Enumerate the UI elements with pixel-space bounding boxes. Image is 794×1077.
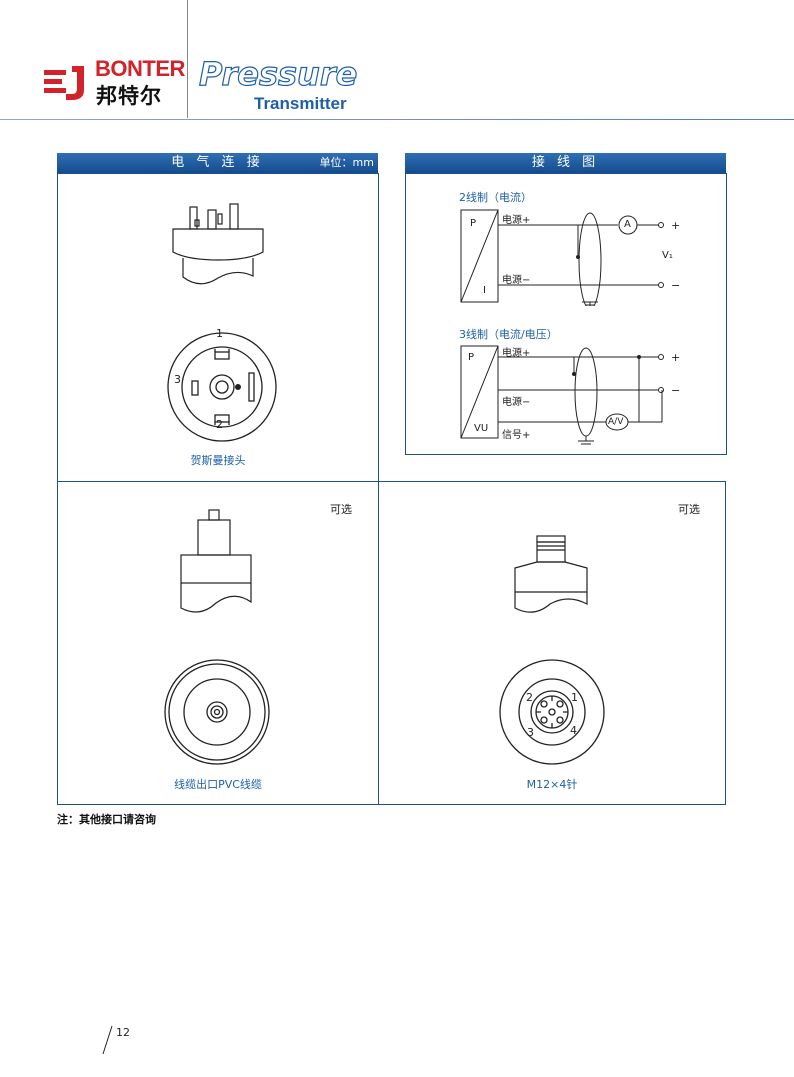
three-wire-power-plus: 电源+: [502, 348, 531, 359]
supply-voltage-label: V₁: [662, 250, 673, 261]
cable-outlet-side-icon: [180, 509, 252, 613]
cable-outlet-caption: 线缆出口PVC线缆: [174, 778, 262, 791]
wiring-panel: 2线制（电流） P I 电源+ 电源− A + − V₁ 3线制（电流/电压）: [405, 173, 727, 455]
header-rule: [0, 119, 794, 120]
two-wire-power-minus: 电源−: [502, 275, 531, 286]
three-wire-power-minus: 电源−: [502, 397, 531, 408]
m12-connector-caption: M12×4针: [526, 778, 578, 791]
three-wire-box-bottom: VU: [474, 423, 489, 434]
wiring-section-title: 接 线 图: [531, 155, 600, 170]
two-wire-box-bottom: I: [483, 285, 486, 296]
din-connector-panel: 1 2 3 贺斯曼接头: [57, 173, 379, 483]
electrical-section-title: 电 气 连 接: [171, 155, 264, 170]
three-wire-signal-plus: 信号+: [502, 430, 531, 441]
meter-label: A/V: [608, 417, 624, 427]
page-number-slash-icon: [102, 1025, 113, 1055]
two-wire-diagram: [460, 209, 664, 306]
page-title-pressure: Pressure: [198, 55, 358, 93]
din-connector-side-icon: [172, 203, 264, 285]
three-wire-minus-terminal: −: [671, 384, 681, 397]
panel-divider: [378, 482, 379, 804]
din-pin-3-label: 3: [174, 373, 181, 386]
din-connector-face-icon: [167, 332, 277, 442]
electrical-section-header: 电 气 连 接 单位：mm: [57, 153, 378, 175]
two-wire-power-plus: 电源+: [502, 215, 531, 226]
m12-connector-side-icon: [514, 535, 588, 613]
din-pin-1-label: 1: [216, 327, 223, 340]
two-wire-box-top: P: [470, 218, 477, 229]
m12-connector-face-icon: [499, 659, 605, 765]
three-wire-box-top: P: [468, 352, 475, 363]
ammeter-label: A: [624, 219, 631, 230]
page-title-transmitter: Transmitter: [254, 94, 347, 113]
three-wire-diagram: [460, 345, 664, 445]
wiring-section-header: 接 线 图: [405, 153, 726, 175]
page-number: 12: [116, 1026, 130, 1039]
two-wire-plus-terminal: +: [671, 219, 681, 232]
cable-optional-label: 可选: [330, 503, 352, 516]
m12-pin-2-label: 2: [526, 691, 533, 704]
m12-pin-1-label: 1: [571, 691, 578, 704]
brand-logo-icon: [44, 66, 84, 100]
header-divider: [187, 0, 188, 118]
cable-outlet-face-icon: [164, 659, 270, 765]
brand-name-cn: 邦特尔: [96, 84, 162, 108]
m12-pin-4-label: 4: [570, 724, 577, 737]
two-wire-minus-terminal: −: [671, 279, 681, 292]
unit-label: 单位：mm: [319, 156, 374, 169]
brand-name-en: BONTER: [95, 56, 185, 81]
three-wire-label: 3线制（电流/电压）: [459, 328, 558, 341]
m12-pin-3-label: 3: [527, 726, 534, 739]
m12-optional-label: 可选: [678, 503, 700, 516]
two-wire-label: 2线制（电流）: [459, 191, 532, 204]
din-connector-caption: 贺斯曼接头: [190, 454, 246, 467]
connector-options-panel: 可选 线缆出口PVC线缆 可选: [57, 481, 726, 805]
footer-note: 注：其他接口请咨询: [57, 813, 156, 826]
din-pin-2-label: 2: [216, 418, 223, 431]
three-wire-plus-terminal: +: [671, 351, 681, 364]
